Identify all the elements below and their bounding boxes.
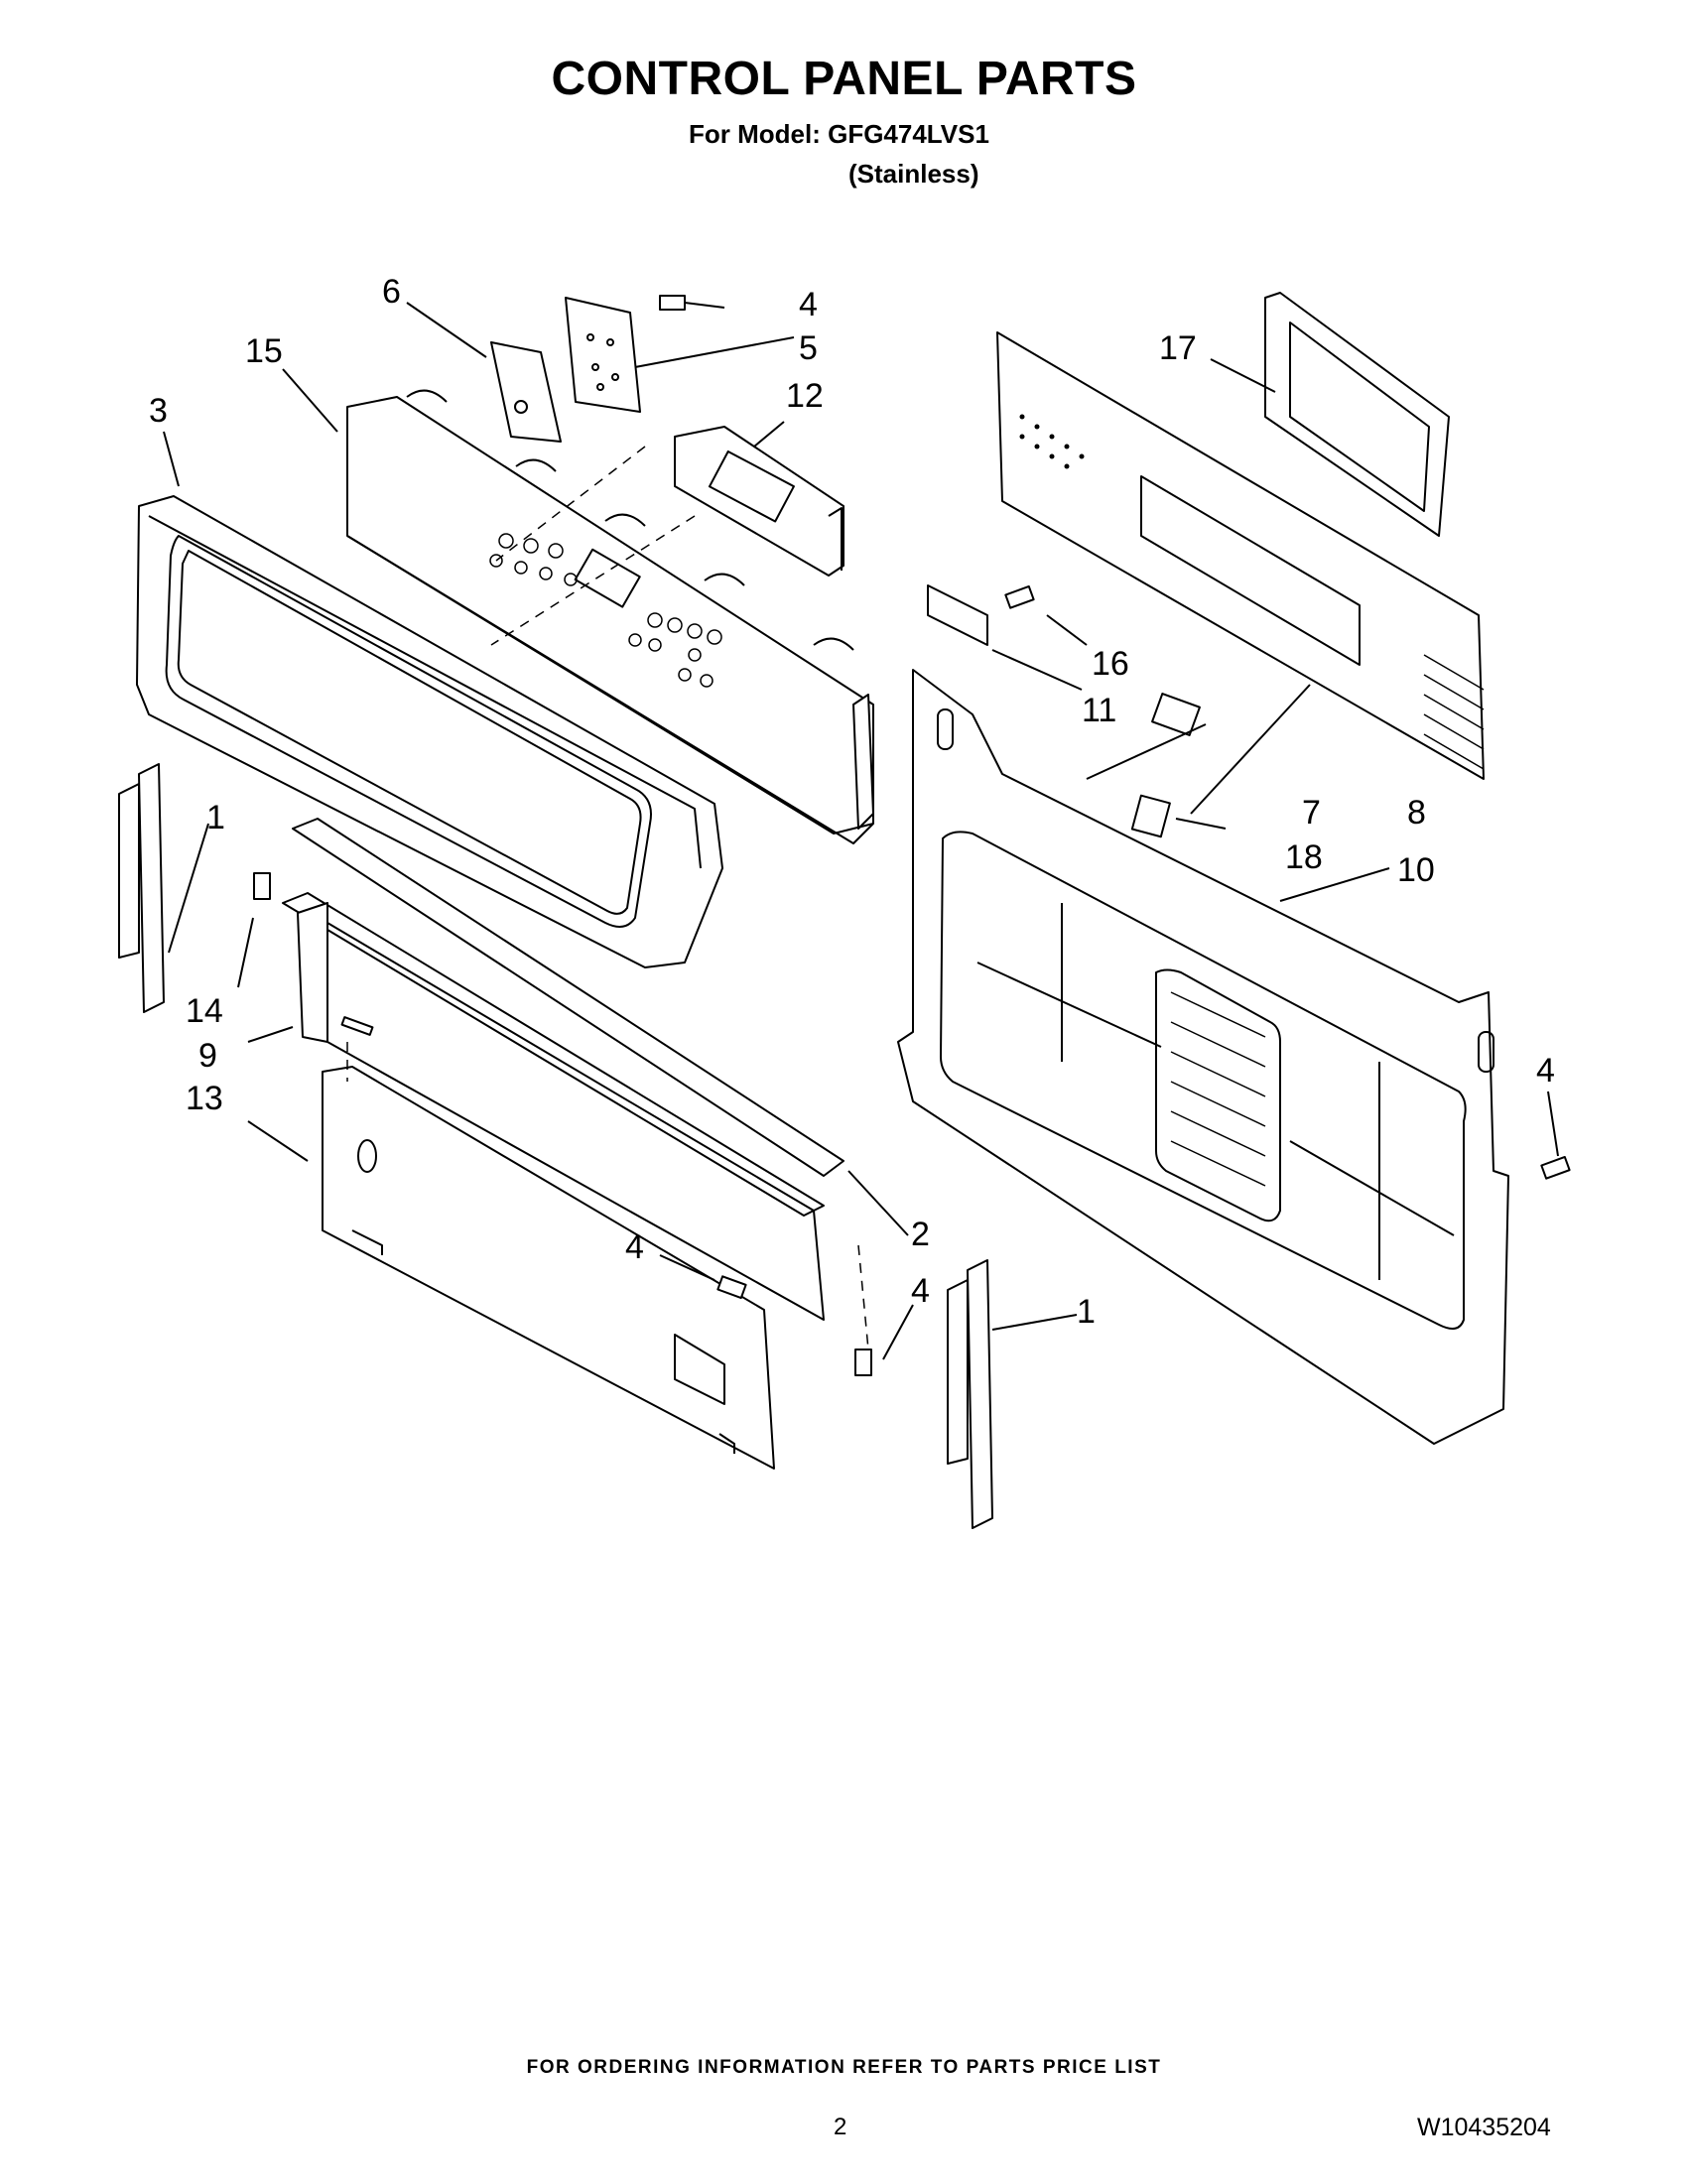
callout-4-right: 4: [1536, 1052, 1555, 1090]
callout-5: 5: [799, 329, 818, 367]
model-line: For Model: GFG474LVS1: [689, 119, 989, 149]
callout-17: 17: [1159, 329, 1197, 367]
finish-line: (Stainless): [848, 159, 979, 189]
callout-1-left: 1: [206, 799, 225, 836]
side-bracket-left-part: [118, 763, 165, 1013]
bracket-17-part: [1264, 292, 1450, 537]
leader-lines: [163, 302, 1559, 1360]
grommet-part: [1130, 794, 1171, 838]
callout-3: 3: [149, 392, 168, 430]
rear-cover-part: [322, 1066, 775, 1470]
callout-15: 15: [245, 332, 283, 370]
callout-14: 14: [186, 992, 223, 1030]
callout-1-right: 1: [1077, 1293, 1096, 1331]
callout-18: 18: [1285, 838, 1323, 876]
callout-8: 8: [1407, 794, 1426, 832]
callout-2: 2: [911, 1216, 930, 1253]
control-panel-part: [346, 389, 874, 844]
side-bracket-right-part: [947, 1259, 993, 1529]
callout-10: 10: [1397, 851, 1435, 889]
console-trim-part: [136, 495, 723, 968]
channel-bracket-part: [282, 818, 844, 1217]
screw-part-4-right: [1540, 1155, 1571, 1180]
page-number: 2: [834, 2114, 847, 2140]
upper-back-panel-part: [996, 331, 1485, 780]
electronic-control-part: [674, 426, 844, 577]
small-board-part: [490, 341, 562, 443]
panel-button-holes: [489, 533, 722, 688]
screw-part-4-low: [854, 1349, 872, 1376]
assembly-lines: [346, 446, 869, 1350]
callout-9: 9: [198, 1037, 217, 1075]
screw-part-4-top: [659, 295, 686, 311]
circuit-board-part: [565, 297, 641, 413]
ordering-note: FOR ORDERING INFORMATION REFER TO PARTS …: [526, 2057, 1162, 2078]
callout-16: 16: [1092, 645, 1129, 683]
callout-11: 11: [1082, 692, 1116, 729]
lower-frame-part: [297, 902, 825, 1321]
callout-12: 12: [786, 377, 824, 415]
callout-7: 7: [1302, 794, 1321, 832]
screw-part-4-mid: [716, 1275, 747, 1300]
back-panel-part: [897, 669, 1509, 1445]
screw-part-16: [1004, 584, 1035, 609]
callout-13: 13: [186, 1080, 223, 1117]
callout-6: 6: [382, 273, 401, 311]
callout-4-top: 4: [799, 286, 818, 323]
terminal-block-part: [1151, 693, 1201, 736]
clip-11-part: [927, 584, 988, 646]
document-number: W10435204: [1417, 2114, 1551, 2141]
screw-part-14: [253, 872, 271, 900]
page-title: CONTROL PANEL PARTS: [551, 53, 1137, 105]
callout-4-low: 4: [911, 1272, 930, 1310]
callout-4-mid: 4: [625, 1228, 644, 1266]
